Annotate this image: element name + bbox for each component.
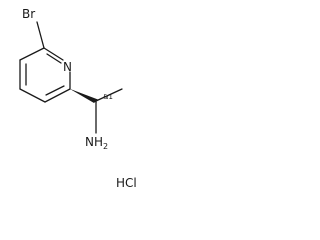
wedge-bond-c2-calpha-body bbox=[70, 89, 98, 103]
amine-label-main: NH bbox=[85, 135, 103, 149]
bromine-label: Br bbox=[22, 7, 35, 21]
bond-c6-n1 bbox=[43, 47, 64, 61]
stereo-label: &1 bbox=[103, 93, 113, 101]
hcl-salt-label: HCl bbox=[116, 176, 137, 190]
bond-c6-c5 bbox=[19, 47, 45, 61]
bond-c6-n1-inner bbox=[46, 53, 62, 64]
bond-c6-br bbox=[36, 21, 45, 49]
bond-c4-c3 bbox=[19, 88, 46, 103]
bond-c3-c2-inner bbox=[45, 85, 65, 96]
bond-c3-c2 bbox=[44, 88, 71, 103]
bond-calpha-methyl bbox=[95, 88, 123, 102]
amine-label-subscript: 2 bbox=[103, 142, 108, 151]
ring-nitrogen-label: N bbox=[63, 60, 72, 74]
chemical-structure: Br N &1 NH2 HCl bbox=[19, 7, 137, 190]
amine-label: NH2 bbox=[85, 135, 108, 151]
